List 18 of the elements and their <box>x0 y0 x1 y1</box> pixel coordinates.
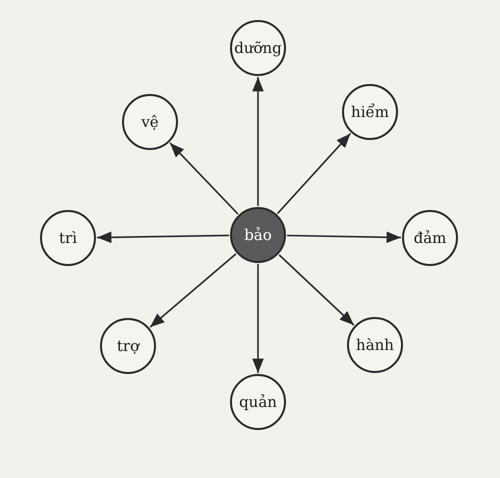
arrow <box>252 77 264 206</box>
node-label: dưỡng <box>234 39 282 57</box>
node-label: hành <box>356 336 394 354</box>
arrow <box>276 132 352 214</box>
node-label: trợ <box>116 337 140 355</box>
node-label: vệ <box>141 113 159 131</box>
arrow <box>169 142 239 215</box>
arrow <box>278 254 354 326</box>
arrow <box>252 264 264 373</box>
node-label: quản <box>239 393 277 411</box>
circle-node <box>230 207 286 263</box>
node-label: đảm <box>414 229 446 247</box>
arrow <box>286 231 402 243</box>
arrow <box>150 253 236 328</box>
node-label: trì <box>59 229 77 247</box>
node-label: hiểm <box>351 103 389 121</box>
node-label: bảo <box>244 226 272 244</box>
arrow <box>96 232 230 244</box>
